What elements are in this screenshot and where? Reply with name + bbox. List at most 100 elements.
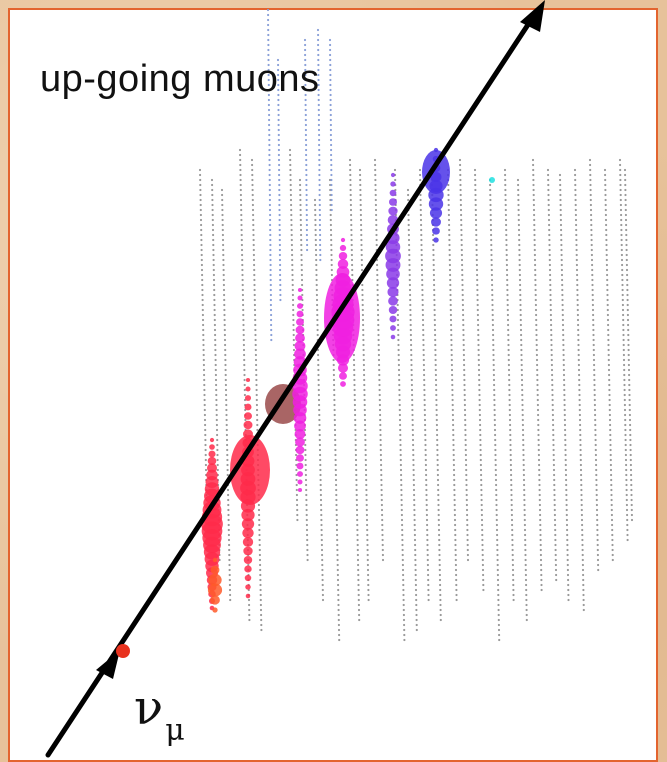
detector-string — [546, 168, 558, 582]
detector-string — [316, 28, 322, 262]
hit-middle — [340, 237, 346, 243]
hit-late — [430, 171, 442, 183]
track-arrowhead-mid — [96, 650, 120, 679]
hit-late — [433, 147, 439, 153]
detector-string — [313, 198, 325, 602]
detector-string — [250, 158, 263, 632]
hit-cyan — [489, 177, 495, 183]
hit-early — [244, 403, 252, 411]
detector-string — [276, 58, 282, 302]
hit-late — [387, 286, 399, 298]
detector-string — [623, 168, 634, 522]
hit-late — [385, 258, 401, 272]
hit-early — [212, 557, 218, 563]
hit-early — [212, 607, 218, 613]
hit-late — [388, 198, 398, 206]
neutrino-subscript: μ — [165, 713, 185, 748]
hit-middle — [338, 251, 348, 261]
detector-string — [488, 178, 501, 642]
detector-string — [358, 168, 370, 602]
detector-string — [573, 168, 585, 612]
detector-string — [430, 178, 442, 622]
hit-early — [240, 499, 256, 513]
hit-late — [388, 305, 398, 315]
hit-early — [244, 395, 252, 401]
detector-strings — [198, 8, 634, 642]
hit-early — [208, 450, 216, 458]
hit-early — [241, 518, 255, 530]
hit-middle — [294, 420, 306, 432]
detector-string — [328, 38, 333, 212]
hit-early — [210, 565, 220, 575]
hit-late — [389, 189, 397, 197]
hit-middle — [296, 310, 304, 318]
hit-early — [209, 437, 215, 443]
hit-middle — [293, 412, 307, 424]
muon-neutrino-label: νμ — [134, 684, 185, 746]
hit-middle — [294, 348, 306, 360]
hit-middle — [296, 454, 304, 462]
hit-late — [390, 172, 396, 178]
hit-early — [209, 444, 215, 450]
hit-early — [244, 412, 252, 420]
neutrino-symbol: ν — [134, 680, 164, 736]
hit-middle — [295, 333, 305, 343]
hit-early — [244, 565, 252, 573]
detector-string — [516, 178, 528, 622]
hit-middle — [297, 287, 303, 293]
hit-middle — [296, 462, 304, 470]
hit-middle — [297, 479, 303, 485]
detector-string — [220, 188, 232, 602]
hit-early — [245, 593, 251, 599]
muon-hits — [201, 147, 495, 613]
hit-middle — [337, 259, 349, 269]
hit-middle — [295, 325, 305, 335]
detector-string — [328, 178, 341, 642]
hit-late — [390, 334, 396, 340]
hit-middle — [295, 445, 305, 455]
detector-string — [446, 168, 458, 602]
hit-middle — [296, 303, 304, 309]
hit-middle — [336, 354, 350, 366]
detector-string — [198, 168, 209, 522]
hit-late — [428, 197, 444, 211]
hit-early — [243, 546, 253, 556]
hit-early — [207, 583, 223, 597]
hit-early — [243, 556, 253, 564]
hit-late — [390, 181, 396, 187]
hit-late — [386, 277, 400, 289]
detector-string — [618, 158, 629, 542]
slide-title: up-going muons — [40, 58, 320, 100]
hit-early — [245, 377, 251, 383]
detector-string — [406, 188, 418, 632]
detector-string — [458, 158, 470, 562]
detector-string — [531, 158, 543, 592]
hit-early — [241, 508, 255, 522]
track-line — [45, 11, 538, 758]
event-display-panel — [8, 8, 658, 762]
hit-middle — [294, 428, 306, 440]
hit-early — [245, 584, 251, 590]
detector-string — [603, 168, 614, 562]
track-arrowhead-top — [520, 0, 545, 32]
detector-string — [373, 158, 385, 562]
hit-late — [389, 315, 397, 323]
detector-string — [266, 8, 273, 342]
hit-late — [432, 227, 440, 235]
hit-middle — [340, 381, 346, 387]
hit-late — [429, 207, 443, 219]
hit-early — [207, 456, 217, 466]
hit-early — [242, 537, 254, 547]
detector-string — [348, 158, 361, 622]
hit-middle — [337, 363, 349, 373]
hit-late — [390, 325, 396, 331]
hit-late — [433, 237, 439, 243]
detector-string — [473, 168, 485, 592]
hit-early — [242, 527, 254, 539]
hit-middle — [294, 340, 306, 352]
hit-early — [210, 595, 220, 605]
detector-string — [303, 38, 309, 252]
hit-middle — [295, 437, 305, 447]
interaction-vertex-dot — [116, 644, 130, 658]
